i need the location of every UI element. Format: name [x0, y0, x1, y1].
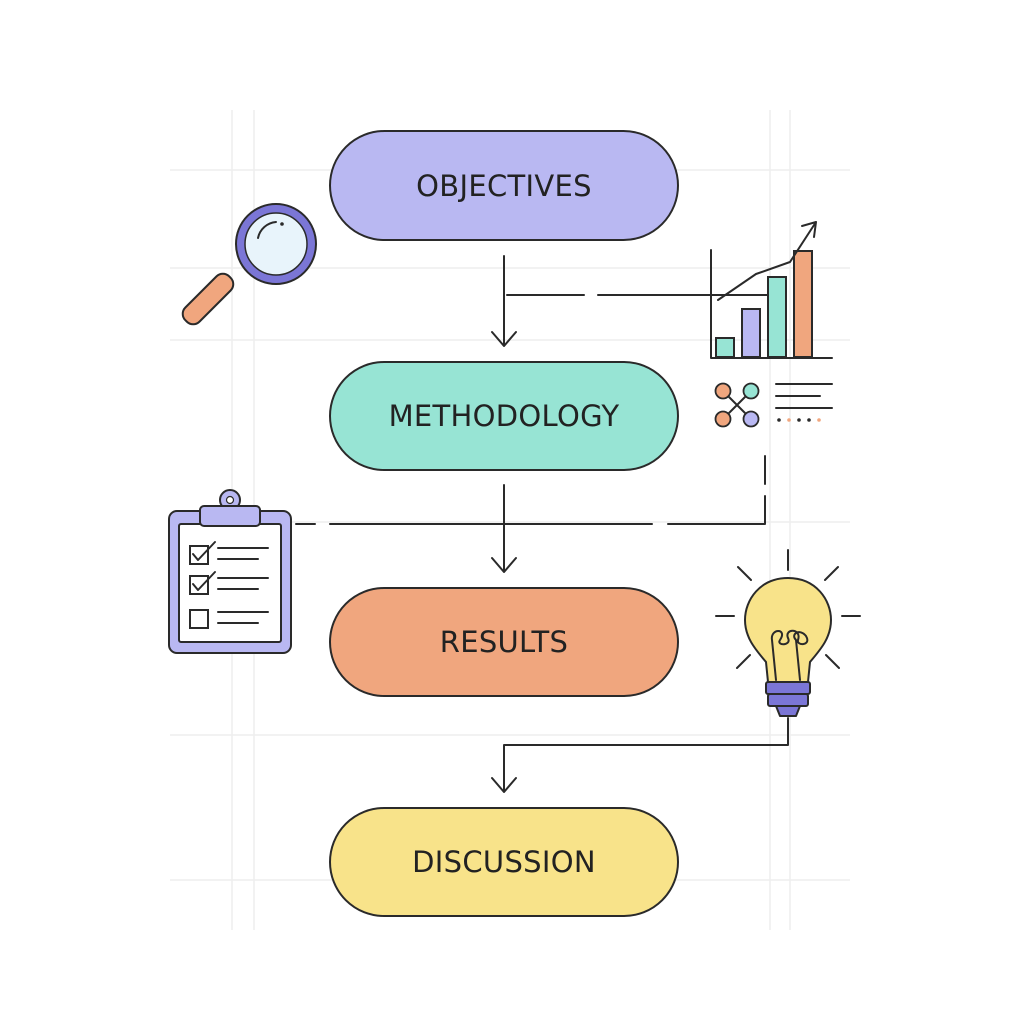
step-objectives[interactable]: OBJECTIVES — [329, 130, 679, 241]
dotted-line — [777, 418, 821, 422]
results-label: RESULTS — [440, 625, 569, 659]
bulb-rays — [715, 549, 861, 669]
text-lines — [775, 383, 833, 409]
chart-axes — [710, 249, 833, 359]
results-pill[interactable] — [329, 587, 679, 697]
discussion-pill[interactable] — [329, 807, 679, 917]
chart-bar-2 — [741, 308, 761, 358]
step-discussion[interactable]: DISCUSSION — [329, 807, 679, 917]
network-nodes-icon — [714, 382, 833, 428]
objectives-label: OBJECTIVES — [416, 169, 592, 203]
arrow-objectives-to-methodology — [491, 255, 517, 347]
trend-arrow — [717, 221, 817, 301]
chart-bar-3 — [767, 276, 787, 358]
arrow-methodology-to-results — [491, 484, 517, 573]
bar-chart-icon — [710, 221, 833, 359]
methodology-pill[interactable] — [329, 361, 679, 471]
chart-bars — [715, 250, 813, 358]
connectors — [295, 255, 789, 793]
chart-bar-4 — [793, 250, 813, 358]
step-methodology[interactable]: METHODOLOGY — [329, 361, 679, 471]
dashed-link-clipboard — [295, 455, 766, 525]
arrow-bulb-to-discussion — [491, 717, 789, 793]
methodology-label: METHODOLOGY — [389, 399, 620, 433]
bulb-filament — [770, 629, 809, 681]
checklist-clipboard-icon — [168, 489, 292, 654]
step-results[interactable]: RESULTS — [329, 587, 679, 697]
lightbulb-icon — [715, 549, 861, 717]
magnifying-glass-icon — [181, 203, 317, 326]
discussion-label: DISCUSSION — [412, 845, 596, 879]
chart-bar-1 — [715, 337, 735, 358]
objectives-pill[interactable] — [329, 130, 679, 241]
